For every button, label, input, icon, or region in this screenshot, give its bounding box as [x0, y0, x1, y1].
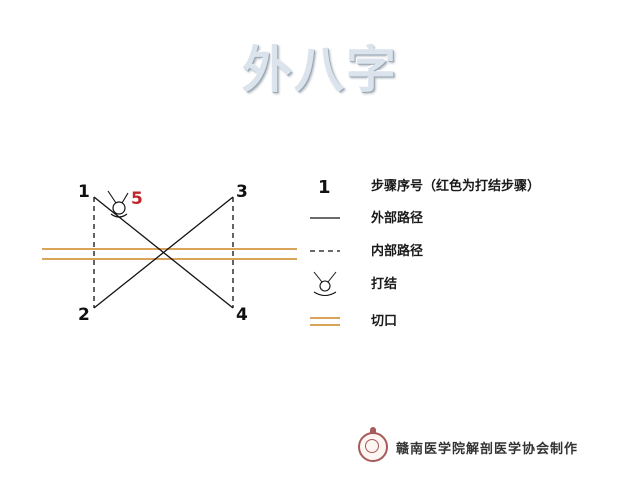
legend-outer-path-desc: 外部路径 [370, 210, 423, 226]
legend-knot-desc: 打结 [371, 276, 397, 292]
step-label-5-knot: 5 [131, 189, 143, 209]
legend-inner-path-desc: 内部路径 [371, 243, 423, 259]
legend-incision-desc: 切口 [371, 314, 397, 329]
legend-knot-icon [313, 271, 337, 297]
incision-lines [42, 248, 297, 260]
legend-step-number-desc: 步骤序号（红色为打结步骤） [371, 178, 540, 194]
footer-credit: 赣南医学院解剖医学协会制作 [358, 427, 579, 462]
outer-path-3-to-2 [93, 196, 234, 309]
legend-step-number-sample: 1 [318, 177, 331, 198]
legend: 1 步骤序号（红色为打结步骤） 外部路径 内部路径 打结 切口 [310, 177, 540, 329]
page-title: 外八字 [242, 40, 398, 99]
footer-credit-text: 赣南医学院解剖医学协会制作 [396, 441, 579, 457]
step-label-3: 3 [236, 182, 248, 202]
step-label-1: 1 [78, 182, 90, 202]
association-seal-icon [358, 427, 388, 462]
step-label-4: 4 [236, 305, 248, 325]
step-label-2: 2 [78, 305, 90, 325]
knot-icon [107, 190, 129, 218]
